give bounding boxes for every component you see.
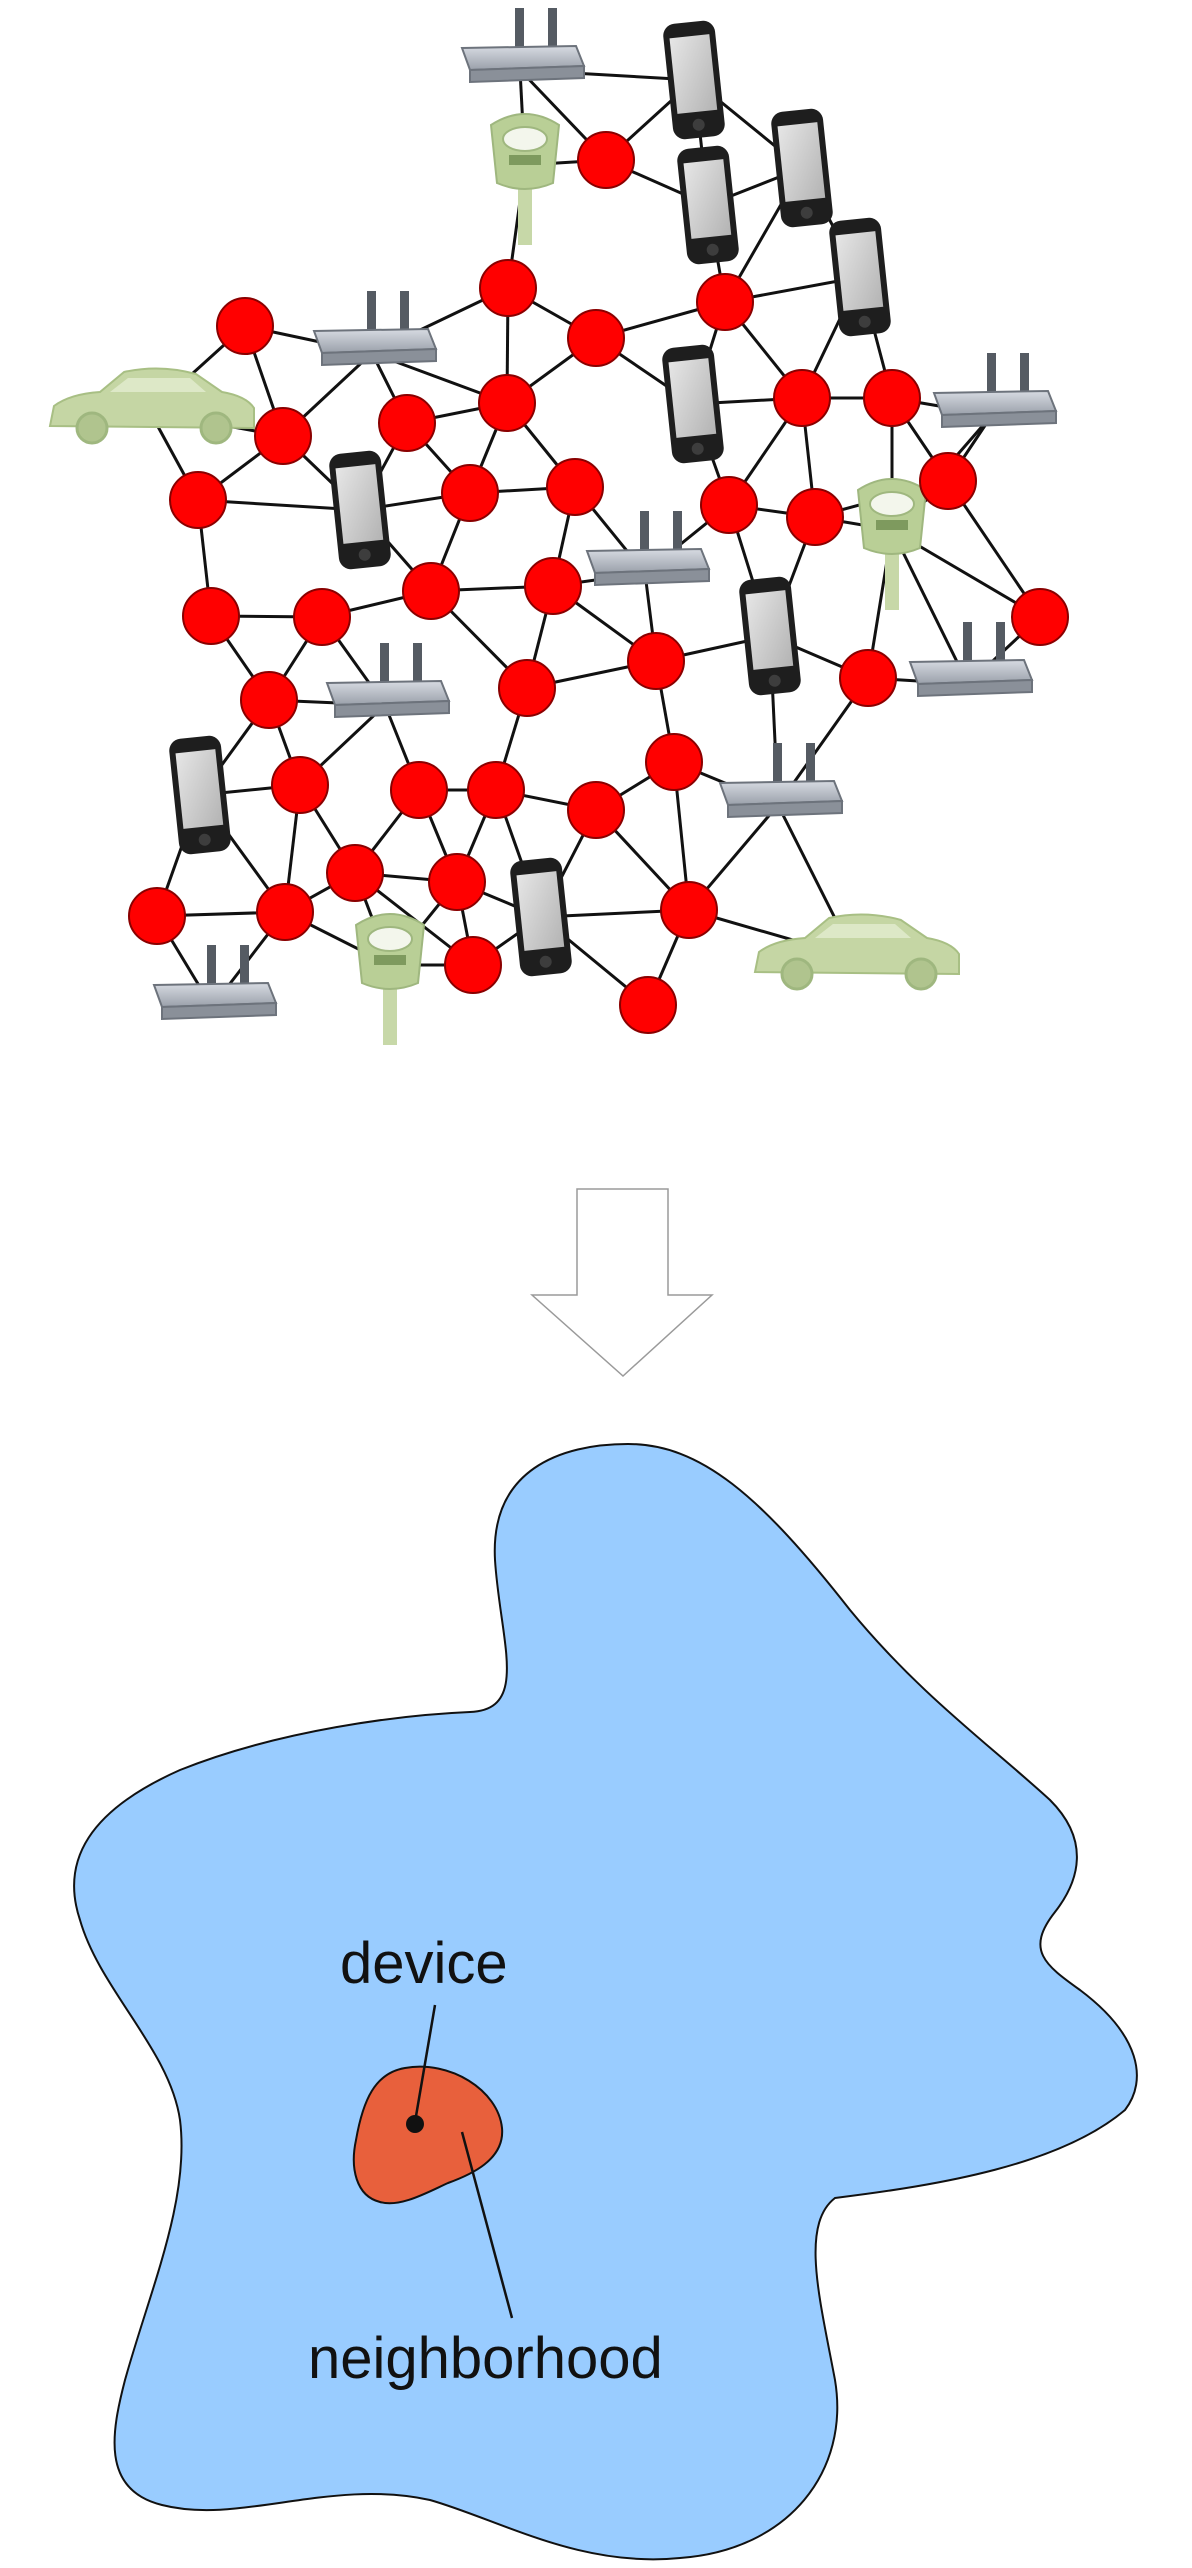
network-node (479, 259, 537, 317)
network-node (428, 853, 486, 911)
network-node (216, 297, 274, 355)
network-node (254, 407, 312, 465)
network-node (567, 309, 625, 367)
device-network (48, 7, 1069, 1046)
network-node (524, 557, 582, 615)
network-node (786, 488, 844, 546)
router-icon (719, 742, 843, 818)
network-node (378, 394, 436, 452)
neighborhood-label: neighborhood (308, 2326, 663, 2391)
device-label: device (340, 1931, 508, 1996)
parking-meter-icon (490, 113, 560, 246)
router-icon (933, 352, 1057, 428)
neighborhood-pointer-line (460, 2131, 514, 2319)
network-nodes (128, 131, 1069, 1034)
device-dot (406, 2115, 424, 2133)
router-icon (326, 642, 450, 718)
router-icon (313, 290, 437, 366)
smartphone-icon (828, 216, 892, 338)
network-node (182, 587, 240, 645)
network-node (567, 781, 625, 839)
network-node (271, 756, 329, 814)
network-node (444, 936, 502, 994)
smartphone-icon (676, 144, 740, 266)
smartphone-icon (168, 734, 232, 856)
network-node (700, 476, 758, 534)
neighborhood-region (352, 2065, 504, 2205)
smartphone-icon (661, 343, 725, 465)
smartphone-icon (770, 107, 834, 229)
network-node (1011, 588, 1069, 646)
network-node (326, 844, 384, 902)
router-icon (461, 7, 585, 83)
down-arrow-icon (530, 1188, 714, 1378)
network-node (478, 374, 536, 432)
network-region (73, 1442, 1138, 2561)
network-node (919, 452, 977, 510)
network-node (696, 273, 754, 331)
network-node (390, 761, 448, 819)
network-node (660, 881, 718, 939)
network-node (619, 976, 677, 1034)
smartphone-icon (662, 19, 726, 141)
network-node (627, 632, 685, 690)
network-node (128, 887, 186, 945)
router-icon (153, 944, 277, 1020)
field-view: device neighborhood (73, 1442, 1138, 2561)
router-icon (909, 621, 1033, 697)
network-node (169, 471, 227, 529)
smartphone-icon (738, 575, 802, 697)
network-node (498, 659, 556, 717)
network-node (256, 883, 314, 941)
car-icon (48, 366, 256, 445)
network-node (546, 458, 604, 516)
network-node (441, 464, 499, 522)
network-node (839, 649, 897, 707)
parking-meter-icon (857, 478, 927, 611)
network-node (577, 131, 635, 189)
network-link (890, 529, 970, 685)
network-node (293, 588, 351, 646)
parking-meter-icon (355, 913, 425, 1046)
network-node (863, 369, 921, 427)
network-node (645, 733, 703, 791)
network-node (773, 369, 831, 427)
network-node (240, 671, 298, 729)
network-node (402, 562, 460, 620)
device-pointer-line (413, 2004, 437, 2123)
network-node (467, 761, 525, 819)
car-icon (753, 912, 961, 991)
